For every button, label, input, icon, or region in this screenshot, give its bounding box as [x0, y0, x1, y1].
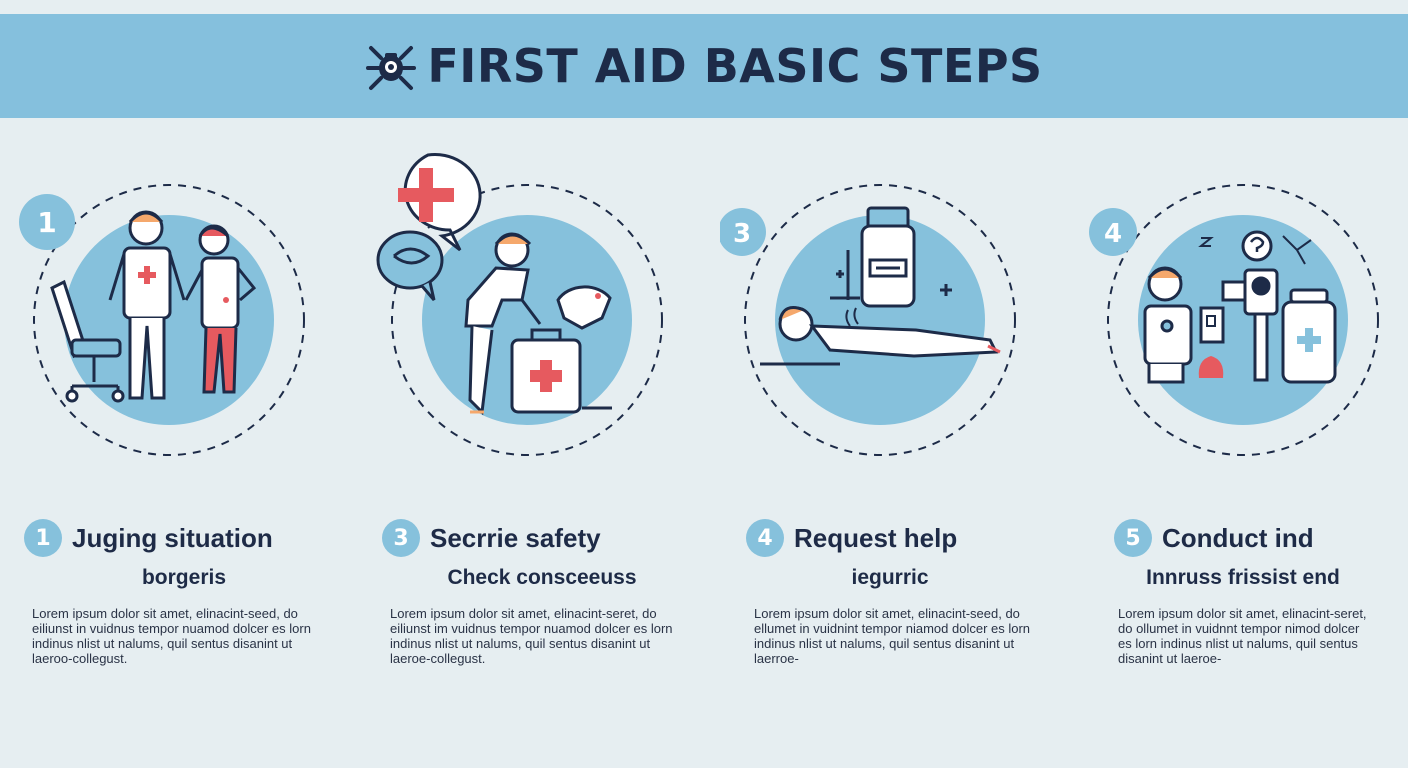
- step-2-badge: 3: [382, 519, 420, 557]
- pole-device-icon: [1198, 268, 1279, 382]
- speech-bubble-icon: [376, 230, 444, 301]
- step-2-illustration: [376, 153, 663, 456]
- step-3-badge: 4: [746, 519, 784, 557]
- speech-bubble-cross-icon: [398, 153, 482, 252]
- chair-icon: [50, 279, 125, 403]
- step-1-subtitle: borgeris: [141, 566, 227, 589]
- question-bubble-icon: [1198, 230, 1312, 265]
- step-3-illustration: 3: [720, 184, 1016, 456]
- page-title: FIRST AID BASIC STEPS: [427, 39, 1043, 93]
- step-1-badge: 1: [24, 519, 62, 557]
- first-aid-kit-icon: [510, 328, 612, 414]
- step-3: 3 4 Request help iegurric Lorem ipsum do…: [720, 150, 1060, 710]
- step-1-art-badge: 1: [37, 206, 56, 239]
- title-banner: FIRST AID BASIC STEPS: [0, 14, 1408, 118]
- step-1: 1 1 Juging situation: [14, 150, 354, 710]
- step-2-subtitle: Check consceeuss: [447, 566, 637, 589]
- step-2-description: Lorem ipsum dolor sit amet, elinacint-se…: [390, 606, 673, 666]
- lying-person-figure: [760, 306, 1001, 366]
- rescuer-figure: [108, 210, 186, 400]
- patient-figure: [184, 224, 257, 394]
- medicine-bottle-icon: [830, 206, 952, 308]
- step-4-description: Lorem ipsum dolor sit amet, elinacint-se…: [1118, 606, 1367, 666]
- step-1-heading: 1 Juging situation: [24, 518, 273, 558]
- step-1-illustration: 1: [19, 184, 305, 456]
- medicine-jar-icon: [1281, 288, 1337, 384]
- bug-icon: [366, 46, 417, 90]
- person-figure: [1143, 266, 1193, 384]
- rescuer-figure: [464, 232, 542, 416]
- step-4-title: Conduct ind: [1162, 522, 1314, 553]
- step-1-title: Juging situation: [72, 522, 273, 553]
- step-3-title: Request help: [794, 522, 958, 553]
- step-4: 4: [1078, 150, 1408, 710]
- step-2: 3 Secrrie safety Check consceeuss Lorem …: [372, 150, 712, 710]
- helmet-icon: [556, 285, 612, 330]
- step-3-subtitle: iegurric: [851, 566, 929, 589]
- step-2-title: Secrrie safety: [430, 522, 601, 553]
- step-3-description: Lorem ipsum dolor sit amet, elinacint-se…: [754, 606, 1031, 666]
- step-4-badge: 5: [1114, 519, 1152, 557]
- step-1-description: Lorem ipsum dolor sit amet, elinacint-se…: [32, 606, 311, 666]
- step-3-heading: 4 Request help: [746, 518, 957, 558]
- step-4-heading: 5 Conduct ind: [1114, 518, 1314, 558]
- step-1-art-badge-bg: [19, 194, 75, 250]
- step-4-art-badge: 4: [1104, 219, 1122, 249]
- step-4-subtitle: Innruss frissist end: [1146, 566, 1340, 589]
- step-4-illustration: 4: [1089, 184, 1379, 456]
- step-2-heading: 3 Secrrie safety: [382, 518, 601, 558]
- step-3-art-badge: 3: [733, 219, 751, 249]
